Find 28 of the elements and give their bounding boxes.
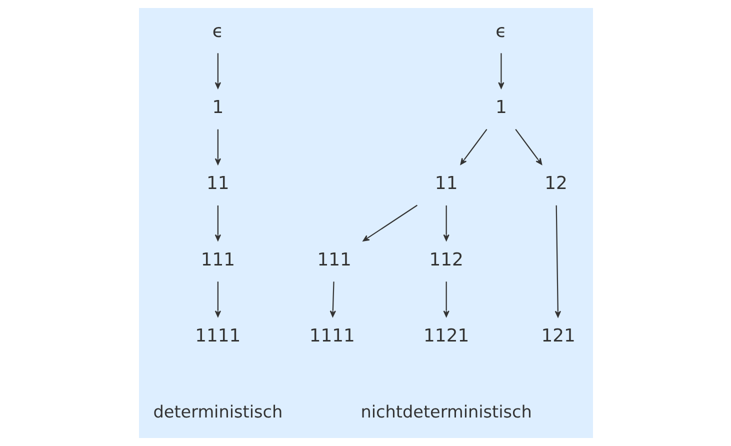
arrow [214,129,220,165]
node-text: 111 [200,249,235,270]
node-text: 112 [428,249,463,270]
node-text: 1 [494,97,506,118]
label: deterministisch [152,401,282,422]
arrow [442,282,449,318]
arrow [442,205,449,241]
label: nichtdeterministisch [360,401,532,422]
node-text: 111 [316,249,351,270]
arrow [554,205,560,318]
arrow [214,205,220,241]
node-text: 1111 [308,325,354,346]
arrow [329,282,336,318]
arrow [460,129,487,165]
node-text: ϵ [495,20,506,42]
arrow [498,53,504,89]
arrow [214,53,220,89]
node-text: 12 [544,173,567,194]
node-text: 11 [206,173,229,194]
node-text: 1 [212,97,224,118]
arrow [362,204,418,242]
node-text: 1121 [423,325,469,346]
arrow [514,129,542,165]
node-text: 121 [540,325,575,346]
node-text: 1111 [194,325,240,346]
node-text: ϵ [212,20,223,42]
arrow [214,282,220,318]
node-text: 11 [434,173,458,194]
